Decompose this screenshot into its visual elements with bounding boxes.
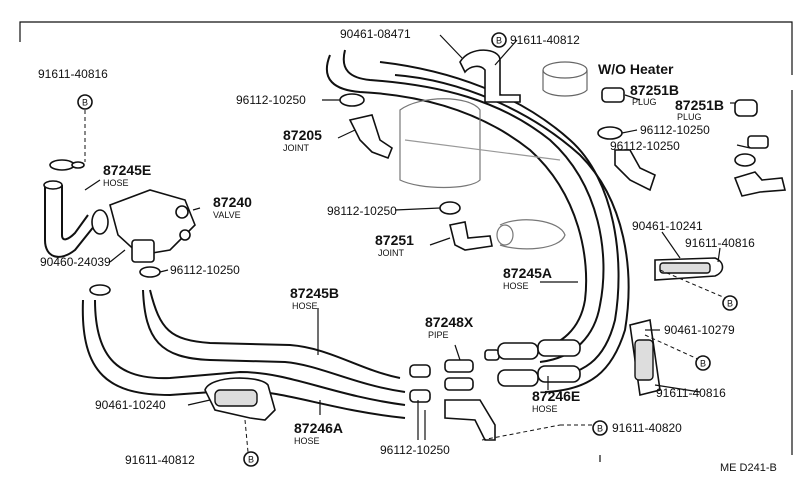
label-87251-sub: JOINT — [378, 248, 405, 258]
label-87240: 87240 — [213, 194, 252, 210]
valve-87240 — [91, 189, 196, 263]
label-87251b-2-sub: PLUG — [677, 112, 702, 122]
label-98112-10250: 98112-10250 — [327, 204, 397, 218]
label-91611-40816-r1: 91611-40816 — [685, 236, 755, 250]
label-91611-40812-top: 91611-40812 — [510, 33, 580, 47]
label-91611-40816-r2: 91611-40816 — [656, 386, 726, 400]
label-87246a: 87246A — [294, 420, 343, 436]
label-87246e: 87246E — [532, 388, 580, 404]
hose-87245a — [325, 49, 630, 393]
label-87246e-sub: HOSE — [532, 404, 558, 414]
bolt-mark-6: B — [248, 455, 254, 465]
label-87245e-sub: HOSE — [103, 178, 129, 188]
label-87205: 87205 — [283, 127, 322, 143]
clip-90461-08471 — [459, 49, 521, 103]
label-87245e: 87245E — [103, 162, 151, 178]
label-87246a-sub: HOSE — [294, 436, 320, 446]
label-90461-10240: 90461-10240 — [95, 398, 166, 412]
hose-87245e — [43, 180, 96, 258]
clip-90461-10240 — [204, 377, 276, 421]
label-87251b-1: 87251B — [630, 82, 679, 98]
label-87248x-sub: PIPE — [428, 330, 449, 340]
label-90461-08471: 90461-08471 — [340, 27, 411, 41]
clip-90461-10241 — [654, 257, 724, 281]
label-87205-sub: JOINT — [283, 143, 310, 153]
label-87245b: 87245B — [290, 285, 339, 301]
dashed-leaders — [84, 110, 731, 453]
label-wo-heater: W/O Heater — [598, 61, 674, 77]
plugs-87251b — [601, 87, 787, 197]
bolt-mark-3: B — [727, 299, 733, 309]
bolt-mark-2: B — [496, 36, 502, 46]
joint-87251 — [449, 221, 493, 251]
label-87251: 87251 — [375, 232, 414, 248]
label-96112-10250-e: 96112-10250 — [380, 443, 450, 457]
hose-87246e — [497, 339, 581, 387]
bolt-mark-5: B — [597, 424, 603, 434]
leader-lines — [84, 34, 751, 440]
bolt-mark-4: B — [700, 359, 706, 369]
clamps — [49, 93, 756, 296]
label-87251b-2: 87251B — [675, 97, 724, 113]
label-91611-40812-bot: 91611-40812 — [125, 453, 195, 467]
hose-87245b-87246a — [81, 289, 406, 419]
pipe-87248x — [409, 349, 500, 441]
label-90460-24039: 90460-24039 — [40, 255, 111, 269]
label-87245a-sub: HOSE — [503, 281, 529, 291]
label-87245a: 87245A — [503, 265, 552, 281]
frame-lines — [19, 21, 793, 462]
label-96112-10250-c: 96112-10250 — [610, 139, 680, 153]
label-87240-sub: VALVE — [213, 210, 241, 220]
label-91611-40816-left: 91611-40816 — [38, 67, 108, 81]
label-87248x: 87248X — [425, 314, 474, 330]
label-96112-10250-b: 96112-10250 — [640, 123, 710, 137]
label-96112-10250-a: 96112-10250 — [236, 93, 306, 107]
part-labels: 90461-08471 91611-40812 W/O Heater 91611… — [38, 27, 777, 474]
bolt-mark-1: B — [82, 98, 88, 108]
label-90461-10279: 90461-10279 — [664, 323, 735, 337]
label-87251b-1-sub: PLUG — [632, 97, 657, 107]
joint-87205 — [348, 114, 393, 160]
label-87245b-sub: HOSE — [292, 301, 318, 311]
label-96112-10250-d: 96112-10250 — [170, 263, 240, 277]
bolt-markers: B B B B B B — [77, 32, 738, 467]
label-91611-40820: 91611-40820 — [612, 421, 682, 435]
heater-unit — [399, 61, 588, 250]
clip-90461-10279 — [629, 319, 661, 396]
diagram-code: ME D241-B — [720, 462, 777, 474]
label-90461-10241: 90461-10241 — [632, 219, 703, 233]
